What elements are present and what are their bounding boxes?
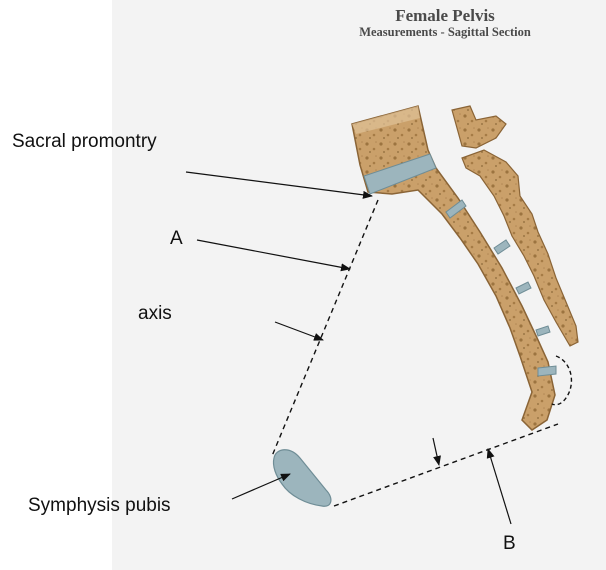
symphysis-pubis-shape: [272, 449, 332, 507]
b-label: B: [503, 533, 516, 554]
sacrum-bone: [351, 105, 556, 431]
sacral-crest: [451, 105, 579, 347]
axis-b-pointer: [432, 437, 441, 466]
symphysis-pointer: [231, 473, 291, 500]
a-label: A: [170, 228, 183, 249]
a-pointer: [196, 239, 351, 272]
symphysis-pubis-label: Symphysis pubis: [28, 495, 171, 516]
sacral-promontory-pointer: [185, 171, 373, 199]
coccyx-outline: [551, 355, 573, 406]
cartilage-discs: [363, 153, 557, 377]
diagram-subtitle: Measurements - Sagittal Section: [359, 25, 531, 39]
b-pointer: [486, 448, 512, 525]
diameter-a-line: [271, 199, 379, 457]
axis-label: axis: [138, 303, 172, 324]
diameter-b-line: [333, 423, 559, 507]
diagram-title: Female Pelvis: [395, 6, 495, 25]
axis-pointer: [274, 321, 324, 341]
sacral-promontory-label: Sacral promontry: [12, 131, 157, 152]
